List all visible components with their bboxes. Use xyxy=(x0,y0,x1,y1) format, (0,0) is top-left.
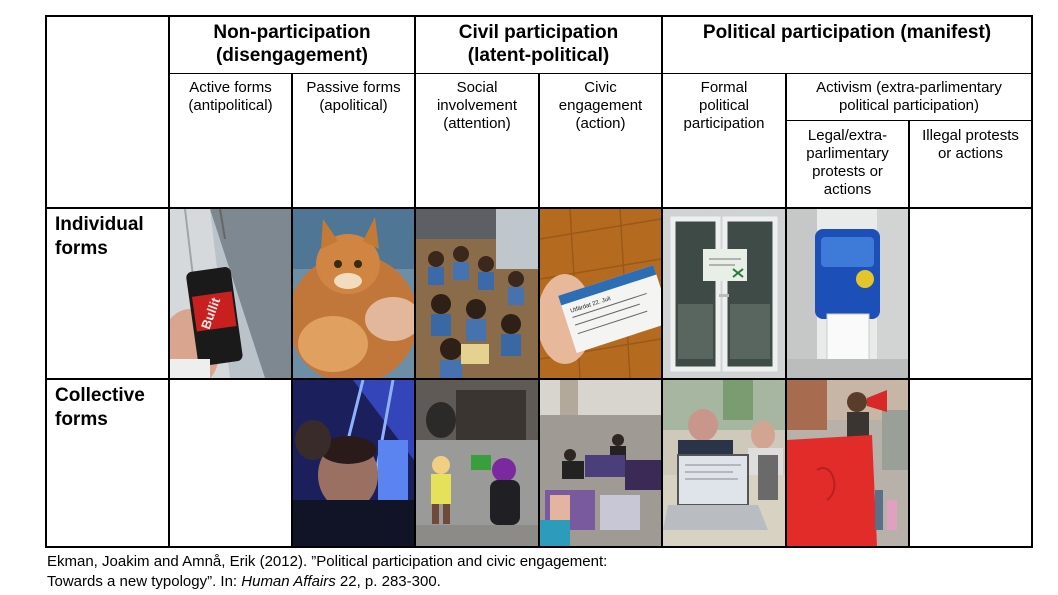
citation: Ekman, Joakim and Amnå, Erik (2012). ”Po… xyxy=(47,552,607,592)
meeting-laptop-photo xyxy=(663,380,785,546)
header-civil-participation: Civil participation (latent-political) xyxy=(458,22,619,66)
col-divider-7 xyxy=(908,121,910,548)
table-border-left xyxy=(45,15,47,548)
col-divider-3 xyxy=(414,15,416,548)
subheader-passive-forms: Passive forms (apolitical) xyxy=(306,79,401,114)
subheader-illegal-protests: Illegal protests or actions xyxy=(922,127,1019,162)
subheader-civic-engagement: Civic engagement (action) xyxy=(558,79,643,132)
row-label-collective: Collective forms xyxy=(55,385,145,430)
col-divider-6 xyxy=(785,74,787,548)
col-divider-4 xyxy=(538,74,540,548)
table-border-right xyxy=(1031,15,1033,548)
row-label-individual: Individual forms xyxy=(55,214,144,259)
header-political-participation: Political participation (manifest) xyxy=(702,22,992,43)
energy-drink-can-photo: Bullit xyxy=(170,209,291,378)
col-divider-2 xyxy=(291,74,293,548)
subheader-activism: Activism (extra-parlimentary political p… xyxy=(816,79,1002,114)
col-divider-1 xyxy=(168,15,170,548)
concert-selfie-photo xyxy=(293,380,414,546)
header-divider xyxy=(168,73,1033,74)
subheader-legal-protests: Legal/extra- parlimentary protests or ac… xyxy=(806,127,889,198)
table-border-top xyxy=(45,15,1033,17)
citation-line-1: Ekman, Joakim and Amnå, Erik (2012). ”Po… xyxy=(47,553,608,570)
megaphone-protest-photo xyxy=(787,380,908,546)
polling-station-door-photo xyxy=(663,209,785,378)
street-posters-photo xyxy=(540,380,661,546)
col-divider-5 xyxy=(661,15,663,548)
subheader-active-forms: Active forms (antipolitical) xyxy=(188,79,273,114)
ticket-photo: Utfärdat 22. Juli xyxy=(540,209,661,378)
cat-photo xyxy=(293,209,414,378)
subheader-formal-political: Formal political participation xyxy=(683,79,765,132)
schoolchildren-photo xyxy=(416,209,538,378)
activism-divider xyxy=(786,120,1033,121)
towel-dispenser-sticker-photo xyxy=(787,209,908,378)
header-non-participation: Non-participation (disengagement) xyxy=(213,22,371,66)
children-playing-photo xyxy=(416,380,538,546)
citation-line-2: Towards a new typology”. In: Human Affai… xyxy=(47,573,441,590)
subheader-social-involvement: Social involvement (attention) xyxy=(436,79,518,132)
